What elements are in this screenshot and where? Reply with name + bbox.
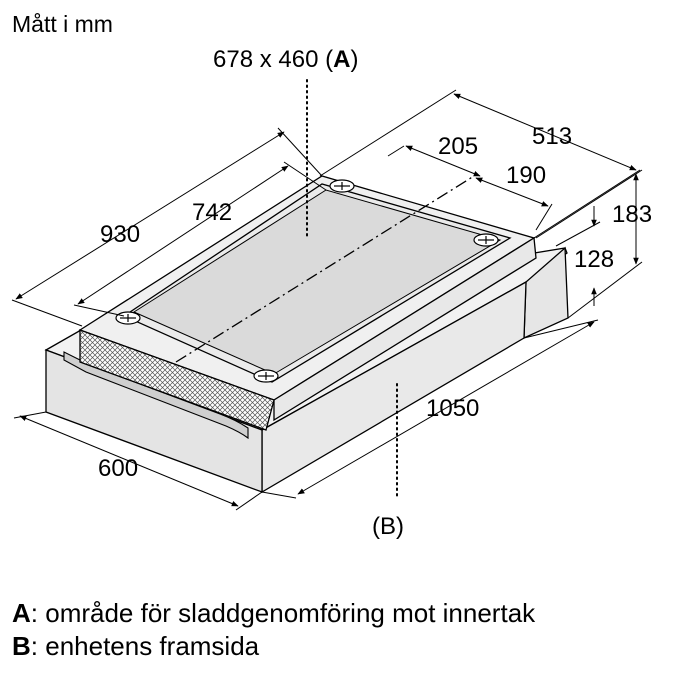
dim-930: 930 [100, 221, 140, 248]
mounting-screws [115, 179, 499, 383]
dim-1050: 1050 [426, 395, 479, 422]
grease-filter-mesh [79, 329, 275, 431]
legend-item-b: B: enhetens framsida [12, 631, 260, 661]
label-a-area: 678 x 460 (A) [213, 46, 358, 73]
screw-icon [253, 369, 279, 383]
screw-icon [329, 179, 355, 193]
legend-item-a: A: område för sladdgenomföring mot inner… [12, 598, 536, 628]
screw-icon [473, 233, 499, 247]
units-caption: Mått i mm [12, 11, 113, 37]
screw-icon [115, 311, 141, 325]
dim-190: 190 [506, 162, 546, 189]
dim-513: 513 [532, 123, 572, 150]
centre-line [175, 175, 475, 363]
dimension-lines [11, 89, 643, 511]
dim-742: 742 [192, 199, 232, 226]
dim-183: 183 [612, 201, 652, 228]
dim-600: 600 [98, 455, 138, 482]
dim-205: 205 [438, 133, 478, 160]
dim-128: 128 [574, 246, 614, 273]
label-b-front: (B) [372, 513, 404, 540]
